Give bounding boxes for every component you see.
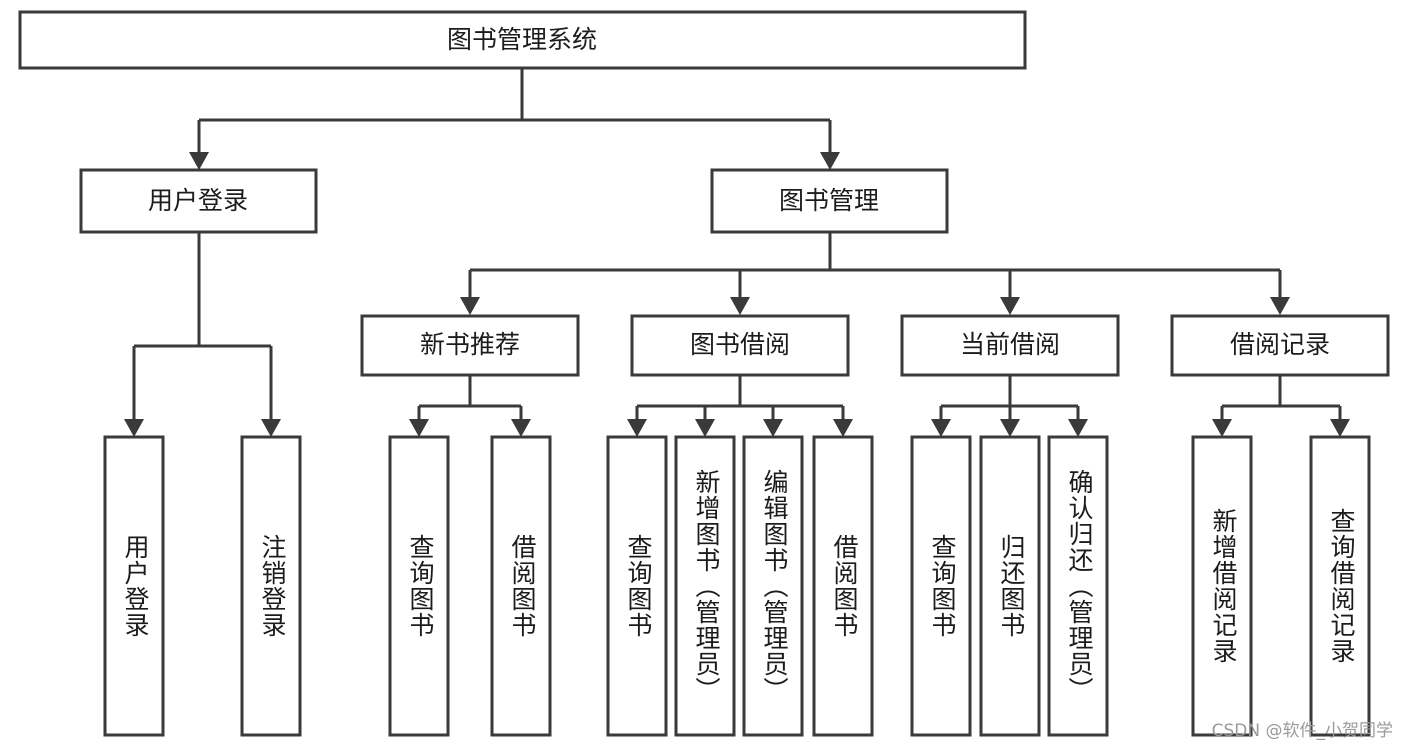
node-leaf-query-book-3[interactable]: 查询图书 bbox=[910, 435, 972, 737]
arrow-to-leaf-query-book-3 bbox=[931, 419, 951, 437]
node-root-system-box[interactable] bbox=[18, 10, 1027, 70]
arrow-to-leaf-add-book bbox=[695, 419, 715, 437]
arrow-to-leaf-return-book bbox=[1000, 419, 1020, 437]
node-borrow-record-box[interactable] bbox=[1170, 314, 1390, 377]
node-leaf-add-book-label: 新增图书（管理员） bbox=[692, 469, 721, 703]
node-user-login[interactable]: 用户登录 bbox=[79, 168, 318, 234]
connector-book-management-to-level3 bbox=[460, 232, 1290, 315]
node-current-borrow-box[interactable] bbox=[900, 314, 1120, 377]
node-leaf-query-record[interactable]: 查询借阅记录 bbox=[1309, 435, 1371, 737]
node-book-management[interactable]: 图书管理 bbox=[710, 168, 949, 234]
node-leaf-return-book[interactable]: 归还图书 bbox=[979, 435, 1041, 737]
arrow-to-leaf-confirm-return bbox=[1068, 419, 1088, 437]
node-leaf-borrow-book-1[interactable]: 借阅图书 bbox=[490, 435, 552, 737]
arrow-to-leaf-add-record bbox=[1212, 419, 1232, 437]
node-new-book-recommend[interactable]: 新书推荐 bbox=[360, 314, 580, 377]
node-user-login-box[interactable] bbox=[79, 168, 318, 234]
node-book-borrow-label: 图书借阅 bbox=[690, 330, 790, 359]
arrow-to-user-login bbox=[189, 152, 209, 170]
node-leaf-confirm-return[interactable]: 确认归还（管理员） bbox=[1047, 435, 1109, 737]
arrow-to-leaf-logout-login bbox=[261, 419, 281, 437]
connector-borrow-record-to-leaves bbox=[1212, 375, 1350, 437]
connector-new-book-recommend-to-leaves bbox=[409, 375, 531, 437]
node-leaf-edit-book-box[interactable] bbox=[742, 435, 804, 737]
node-book-management-box[interactable] bbox=[710, 168, 949, 234]
node-leaf-user-login-box[interactable] bbox=[103, 435, 165, 737]
node-leaf-query-book-2-label: 查询图书 bbox=[624, 534, 653, 638]
node-user-login-label: 用户登录 bbox=[148, 186, 248, 215]
node-leaf-edit-book[interactable]: 编辑图书（管理员） bbox=[742, 435, 804, 737]
node-leaf-add-record-label: 新增借阅记录 bbox=[1209, 508, 1238, 664]
node-leaf-query-book-1[interactable]: 查询图书 bbox=[388, 435, 450, 737]
node-leaf-borrow-book-1-label: 借阅图书 bbox=[508, 534, 537, 638]
node-leaf-confirm-return-label: 确认归还（管理员） bbox=[1065, 469, 1094, 703]
node-root-system[interactable]: 图书管理系统 bbox=[18, 10, 1027, 70]
node-leaf-confirm-return-box[interactable] bbox=[1047, 435, 1109, 737]
node-leaf-borrow-book-2[interactable]: 借阅图书 bbox=[812, 435, 874, 737]
arrow-to-leaf-edit-book bbox=[763, 419, 783, 437]
connector-current-borrow-to-leaves bbox=[931, 375, 1088, 437]
node-book-management-label: 图书管理 bbox=[779, 186, 879, 215]
node-leaf-edit-book-label: 编辑图书（管理员） bbox=[760, 469, 789, 703]
arrow-to-book-management bbox=[820, 152, 840, 170]
arrow-to-leaf-query-book-2 bbox=[627, 419, 647, 437]
node-leaf-query-book-2[interactable]: 查询图书 bbox=[606, 435, 668, 737]
arrow-to-leaf-query-record bbox=[1330, 419, 1350, 437]
node-leaf-add-book-box[interactable] bbox=[674, 435, 736, 737]
node-leaf-user-login[interactable]: 用户登录 bbox=[103, 435, 165, 737]
node-new-book-recommend-box[interactable] bbox=[360, 314, 580, 377]
node-book-borrow[interactable]: 图书借阅 bbox=[630, 314, 850, 377]
node-leaf-borrow-book-2-label: 借阅图书 bbox=[830, 534, 859, 638]
arrow-to-leaf-user-login bbox=[124, 419, 144, 437]
arrow-to-leaf-query-book-1 bbox=[409, 419, 429, 437]
node-book-borrow-box[interactable] bbox=[630, 314, 850, 377]
node-leaf-add-book[interactable]: 新增图书（管理员） bbox=[674, 435, 736, 737]
node-borrow-record-label: 借阅记录 bbox=[1230, 330, 1330, 359]
node-leaf-borrow-book-1-box[interactable] bbox=[490, 435, 552, 737]
node-leaf-logout-login-box[interactable] bbox=[240, 435, 302, 737]
arrow-to-borrow-record bbox=[1270, 297, 1290, 315]
node-root-system-label: 图书管理系统 bbox=[447, 25, 597, 54]
node-leaf-query-book-1-label: 查询图书 bbox=[406, 534, 435, 638]
node-leaf-query-book-3-label: 查询图书 bbox=[928, 534, 957, 638]
node-current-borrow[interactable]: 当前借阅 bbox=[900, 314, 1120, 377]
node-leaf-add-record-box[interactable] bbox=[1191, 435, 1253, 737]
arrow-to-leaf-borrow-book-1 bbox=[511, 419, 531, 437]
node-borrow-record[interactable]: 借阅记录 bbox=[1170, 314, 1390, 377]
connector-root-to-level2 bbox=[189, 68, 840, 170]
node-leaf-add-record[interactable]: 新增借阅记录 bbox=[1191, 435, 1253, 737]
arrow-to-book-borrow bbox=[730, 297, 750, 315]
node-leaf-borrow-book-2-box[interactable] bbox=[812, 435, 874, 737]
node-leaf-query-book-3-box[interactable] bbox=[910, 435, 972, 737]
node-leaf-query-book-1-box[interactable] bbox=[388, 435, 450, 737]
node-leaf-logout-login-label: 注销登录 bbox=[258, 534, 287, 638]
node-leaf-query-record-box[interactable] bbox=[1309, 435, 1371, 737]
node-new-book-recommend-label: 新书推荐 bbox=[420, 330, 520, 359]
node-leaf-logout-login[interactable]: 注销登录 bbox=[240, 435, 302, 737]
arrow-to-new-book-recommend bbox=[460, 297, 480, 315]
node-leaf-query-record-label: 查询借阅记录 bbox=[1327, 508, 1356, 664]
arrow-to-leaf-borrow-book-2 bbox=[833, 419, 853, 437]
connector-user-login-to-leaves bbox=[124, 232, 281, 437]
node-leaf-return-book-box[interactable] bbox=[979, 435, 1041, 737]
node-current-borrow-label: 当前借阅 bbox=[960, 330, 1060, 359]
node-leaf-return-book-label: 归还图书 bbox=[997, 534, 1026, 638]
arrow-to-current-borrow bbox=[1000, 297, 1020, 315]
node-leaf-query-book-2-box[interactable] bbox=[606, 435, 668, 737]
node-leaf-user-login-label: 用户登录 bbox=[121, 534, 150, 638]
connector-book-borrow-to-leaves bbox=[627, 375, 853, 437]
